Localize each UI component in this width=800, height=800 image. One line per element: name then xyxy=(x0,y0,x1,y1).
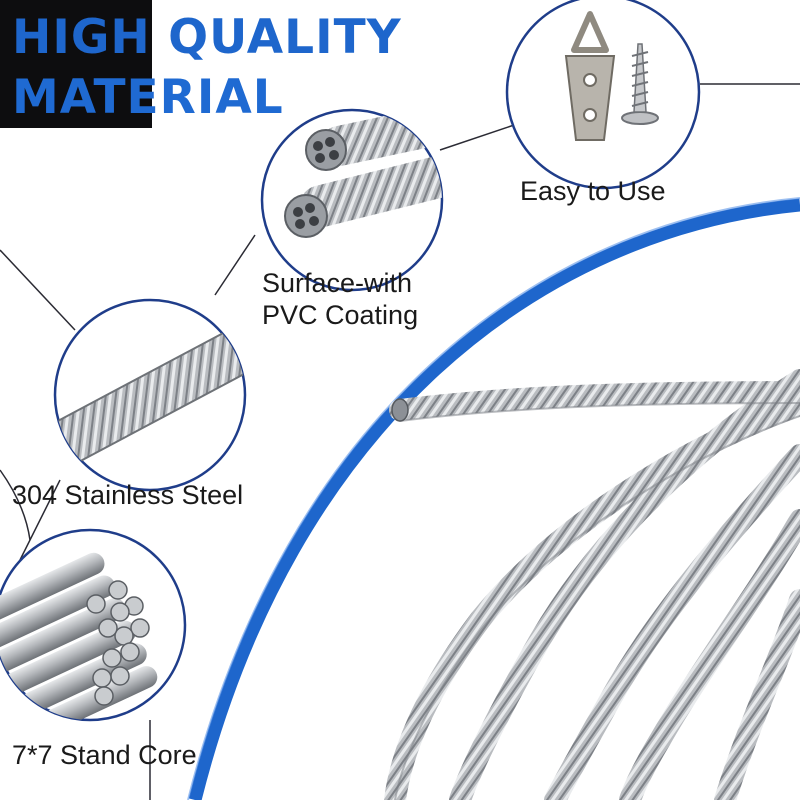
label-surface-with: Surface-with xyxy=(262,268,413,298)
wire-bundle-photo xyxy=(0,552,158,720)
d-ring-hanger-icon xyxy=(564,11,616,141)
label-easy-to-use: Easy to Use xyxy=(520,176,666,206)
headline-word-quality: QUALITY xyxy=(168,10,402,65)
label-stand-core: 7*7 Stand Core xyxy=(12,740,197,770)
headline-line-1: HIGH QUALITY xyxy=(12,10,402,66)
headline: HIGH QUALITY MATERIAL xyxy=(0,0,401,128)
label-stainless-steel: 304 Stainless Steel xyxy=(12,480,244,510)
twisted-strand-photo xyxy=(55,319,245,468)
screw-icon xyxy=(621,43,659,125)
label-pvc-coating: PVC Coating xyxy=(262,300,419,330)
connector-lines xyxy=(0,83,800,800)
headline-line-2: MATERIAL xyxy=(12,70,284,125)
headline-word-high: HIGH xyxy=(12,10,151,65)
headline-black-block xyxy=(0,0,152,128)
steel-cable-coil xyxy=(384,369,800,800)
blue-arc-highlight xyxy=(187,197,800,800)
cable-cross-section-icon xyxy=(284,129,347,238)
blue-arc xyxy=(188,198,800,800)
